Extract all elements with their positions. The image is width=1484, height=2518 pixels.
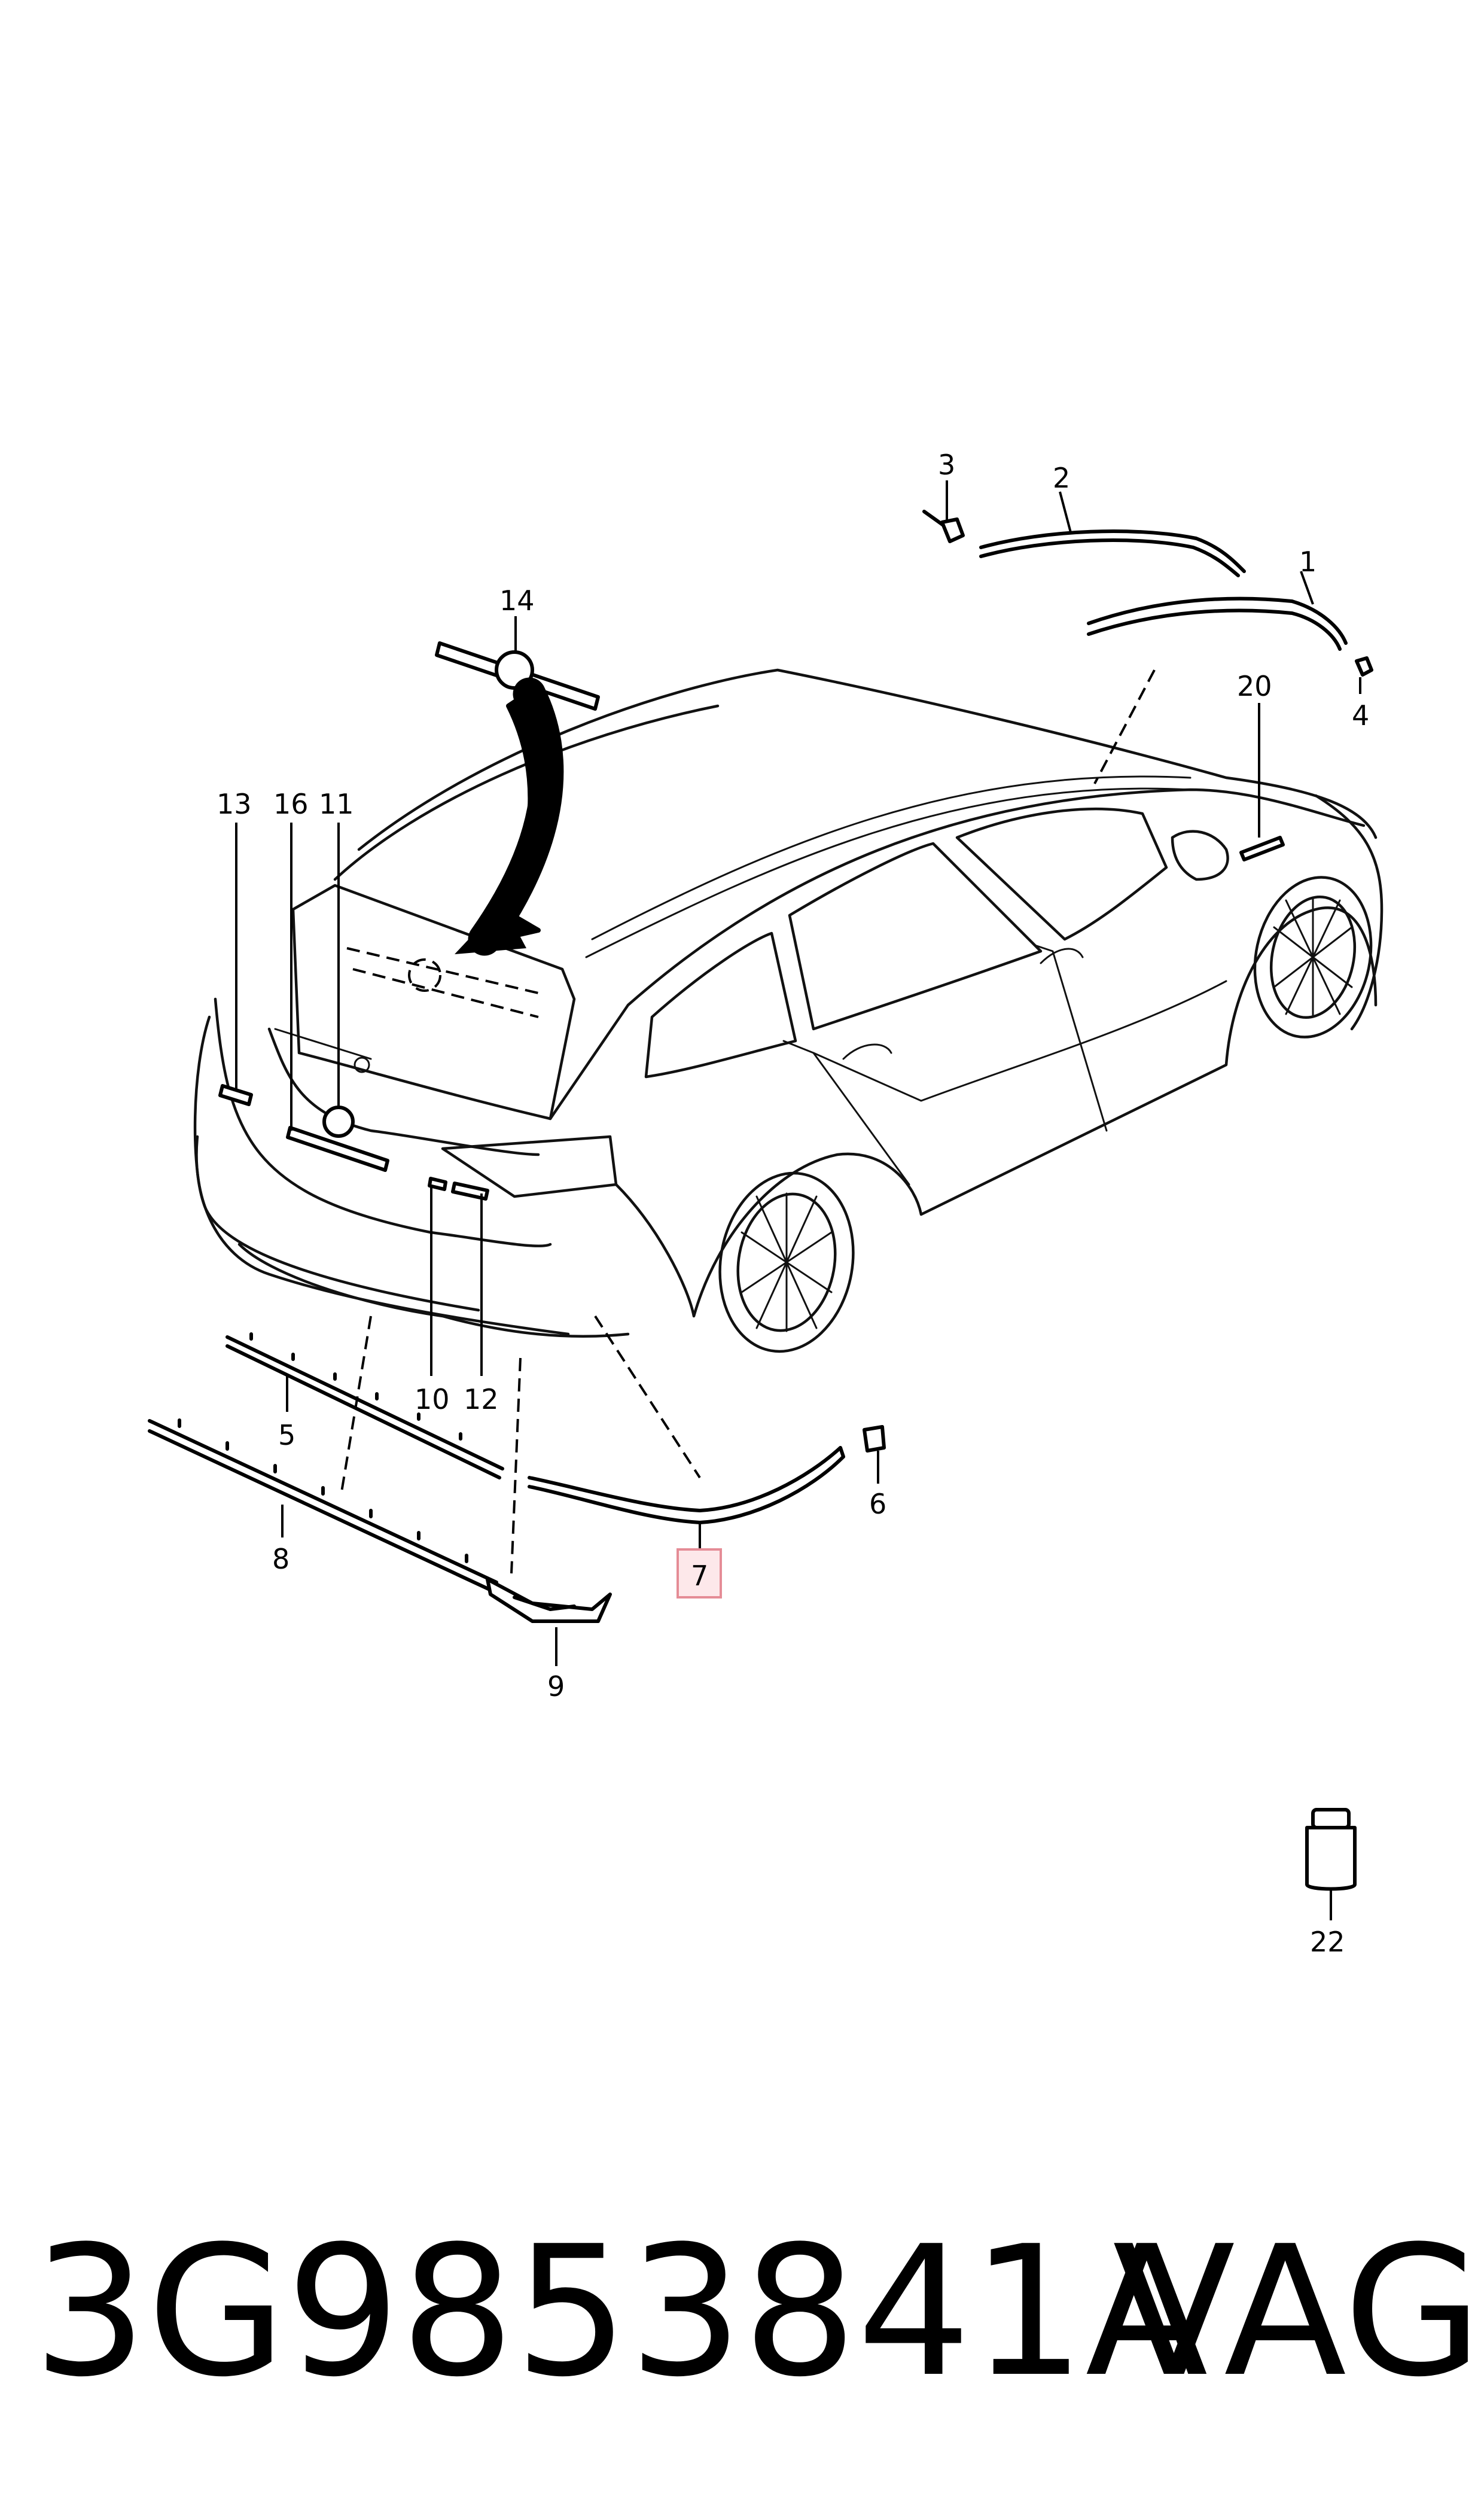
callout-2[interactable]: 2 bbox=[1053, 462, 1070, 494]
part-8-bumper-trim bbox=[148, 1418, 498, 1593]
car-body-outline bbox=[193, 668, 1384, 1353]
part-2-trim-strip bbox=[979, 529, 1246, 573]
callout-10[interactable]: 10 bbox=[415, 1383, 450, 1415]
callout-5[interactable]: 5 bbox=[278, 1419, 295, 1451]
part-20-side-emblem bbox=[1239, 836, 1285, 861]
part-5-bumper-strip bbox=[226, 1332, 504, 1479]
part-4-clip bbox=[1355, 656, 1373, 677]
part-9-reflector bbox=[486, 1578, 612, 1623]
brand-label: VAG bbox=[1113, 2208, 1483, 2416]
part-number-title: 3G9853841A bbox=[33, 2208, 1208, 2416]
part-11-round-emblem bbox=[322, 1106, 355, 1138]
callout-7[interactable]: 7 bbox=[691, 1560, 708, 1592]
callout-6[interactable]: 6 bbox=[869, 1488, 886, 1520]
part-6-clip bbox=[863, 1425, 886, 1453]
callout-3[interactable]: 3 bbox=[938, 449, 955, 481]
part-7-rear-diffuser-trim bbox=[528, 1446, 845, 1524]
callout-1[interactable]: 1 bbox=[1299, 546, 1317, 578]
part-22-bottle bbox=[1305, 1808, 1357, 1891]
callout-20[interactable]: 20 bbox=[1237, 670, 1272, 702]
callout-14[interactable]: 14 bbox=[499, 584, 535, 617]
callout-16[interactable]: 16 bbox=[273, 788, 309, 820]
part-1-roof-trim bbox=[1087, 596, 1348, 645]
callout-9[interactable]: 9 bbox=[547, 1670, 565, 1703]
callout-13[interactable]: 13 bbox=[217, 788, 252, 820]
part-10-badge bbox=[428, 1177, 447, 1191]
callout-12[interactable]: 12 bbox=[464, 1383, 499, 1415]
leader-lines bbox=[235, 480, 1361, 1920]
highlighted-callout-box bbox=[677, 1548, 722, 1599]
callout-8[interactable]: 8 bbox=[272, 1543, 290, 1575]
part-12-badge bbox=[451, 1182, 489, 1201]
callout-11[interactable]: 11 bbox=[319, 788, 354, 820]
callout-4[interactable]: 4 bbox=[1352, 699, 1369, 732]
part-3-screw bbox=[922, 510, 965, 543]
part-13-left-badge bbox=[218, 1084, 253, 1106]
callout-22[interactable]: 22 bbox=[1310, 1926, 1345, 1958]
part-16-lettering bbox=[286, 1126, 389, 1172]
